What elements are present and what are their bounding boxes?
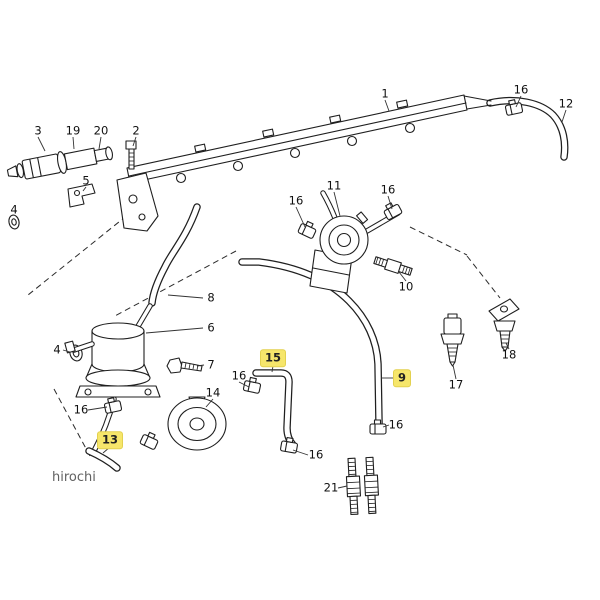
clamp-16-hose9-bottom bbox=[369, 419, 387, 435]
bolt-2 bbox=[125, 140, 137, 170]
clamp-16-regulator-right bbox=[383, 202, 403, 221]
callout-10: 10 bbox=[398, 279, 414, 294]
callout-11: 11 bbox=[326, 178, 342, 193]
callout-14: 14 bbox=[205, 385, 221, 400]
callout-13-highlighted[interactable]: 13 bbox=[96, 431, 124, 449]
callout-8: 8 bbox=[207, 290, 215, 305]
callout-19: 19 bbox=[65, 123, 81, 138]
bolt-7 bbox=[166, 357, 203, 374]
construction-lines bbox=[27, 196, 501, 457]
clamp-16-pump-outlet bbox=[103, 397, 123, 414]
pressure-regulator bbox=[309, 211, 369, 294]
callout-16-hose15-top: 16 bbox=[231, 368, 247, 383]
callout-20: 20 bbox=[93, 123, 109, 138]
hose-9 bbox=[238, 258, 383, 427]
callout-16-rail-right: 16 bbox=[513, 82, 529, 97]
callout-1: 1 bbox=[381, 86, 389, 101]
sensor-17 bbox=[440, 313, 465, 367]
callout-16-regulator-left: 16 bbox=[288, 193, 304, 208]
fuel-pump bbox=[64, 322, 161, 398]
bracket-5 bbox=[67, 183, 96, 208]
clamp-16-regulator-left bbox=[297, 220, 317, 239]
callout-2: 2 bbox=[132, 123, 140, 138]
callout-18: 18 bbox=[501, 347, 517, 362]
fuel-rail-mounts bbox=[194, 99, 409, 153]
studs-21 bbox=[345, 456, 379, 516]
watermark-text: hirochi bbox=[52, 470, 96, 485]
callout-7: 7 bbox=[207, 357, 215, 372]
fuel-rail bbox=[116, 94, 492, 232]
clamp-16-rail-right bbox=[504, 99, 524, 116]
sensor-18 bbox=[488, 298, 520, 352]
callout-15-highlighted[interactable]: 15 bbox=[259, 349, 287, 367]
fuel-rail-bracket bbox=[116, 172, 159, 232]
injector-assembly bbox=[6, 146, 114, 180]
callout-16-hose15-bottom: 16 bbox=[308, 447, 324, 462]
callout-9-highlighted[interactable]: 9 bbox=[392, 369, 412, 387]
callout-4-lower: 4 bbox=[53, 342, 61, 357]
fuel-rail-ports bbox=[175, 122, 416, 184]
stud-10 bbox=[373, 256, 413, 276]
damper-14 bbox=[167, 396, 227, 451]
callout-16-hose9-bottom: 16 bbox=[388, 417, 404, 432]
pump-inlet-stub bbox=[134, 303, 153, 331]
clamp-16-hose15-top bbox=[242, 376, 262, 394]
callout-16-regulator-right: 16 bbox=[380, 182, 396, 197]
callout-12: 12 bbox=[558, 96, 574, 111]
hose-12 bbox=[486, 96, 569, 161]
callout-16-pump-outlet: 16 bbox=[73, 402, 89, 417]
regulator-inlet-stub bbox=[320, 190, 338, 221]
hose-13 bbox=[85, 447, 121, 472]
callout-3: 3 bbox=[34, 123, 42, 138]
hose-15 bbox=[252, 369, 297, 449]
callout-21: 21 bbox=[323, 480, 339, 495]
callout-5: 5 bbox=[82, 173, 90, 188]
clamp-near-hose13 bbox=[139, 431, 159, 450]
leader-lines bbox=[37, 95, 567, 489]
washer-4-upper bbox=[8, 214, 20, 230]
callout-6: 6 bbox=[207, 320, 215, 335]
hose-8 bbox=[148, 203, 201, 307]
callout-17: 17 bbox=[448, 377, 464, 392]
callout-4-upper: 4 bbox=[10, 202, 18, 217]
hose-clamps bbox=[103, 99, 524, 454]
